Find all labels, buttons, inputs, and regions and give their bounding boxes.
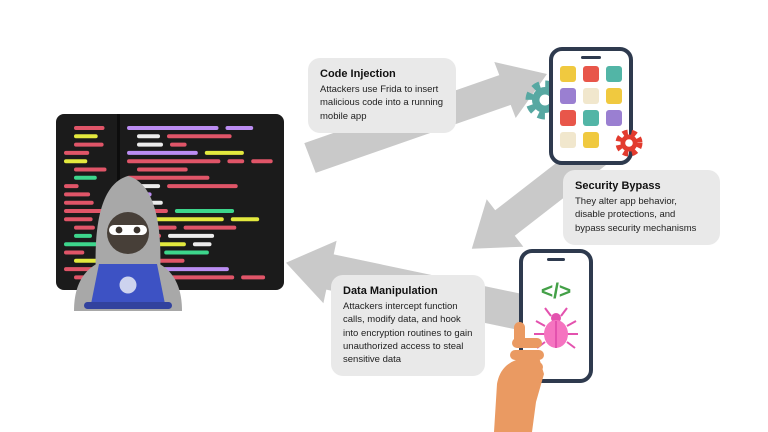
callout-body: They alter app behavior, disable protect… (575, 196, 697, 234)
callout-body: Attackers use Frida to insert malicious … (320, 84, 444, 122)
callout-title: Data Manipulation (343, 285, 438, 297)
callout-title: Code Injection (320, 68, 396, 80)
laptop-icon (84, 264, 172, 309)
callout-code-injection: Code Injection Attackers use Frida to in… (308, 58, 456, 133)
hacker-icon (74, 176, 182, 311)
callout-title: Security Bypass (575, 180, 661, 192)
code-lines (64, 126, 273, 280)
sunglasses-icon (109, 225, 147, 235)
callout-data-manipulation: Data Manipulation Attackers intercept fu… (331, 275, 485, 377)
code-screen-icon (56, 114, 284, 290)
callout-security-bypass: Security Bypass They alter app behavior,… (563, 170, 720, 245)
callout-body: Attackers intercept function calls, modi… (343, 301, 473, 366)
